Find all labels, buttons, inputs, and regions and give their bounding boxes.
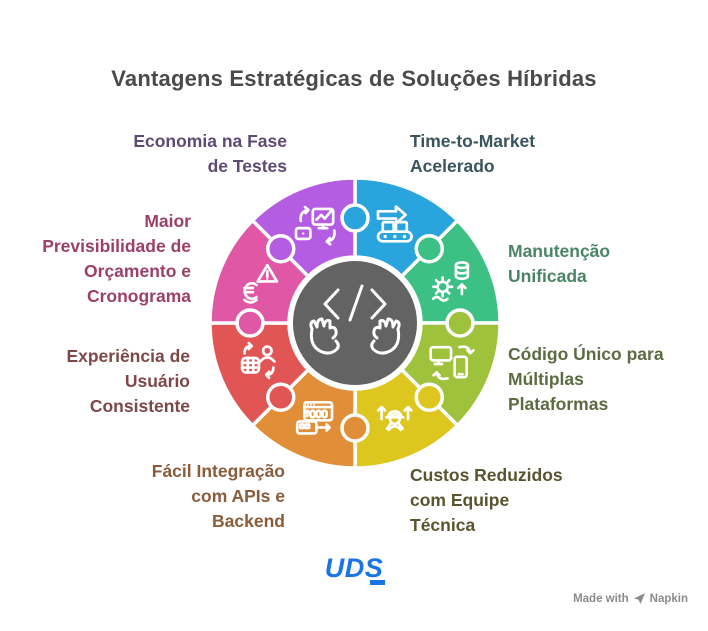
uds-logo-text: UDS — [324, 553, 384, 583]
label-custos-reduzidos: Custos Reduzidos com Equipe Técnica — [410, 465, 563, 535]
label-experiencia-usuario: Experiência de Usuário Consistente — [66, 346, 190, 416]
puzzle-knob — [414, 234, 444, 264]
puzzle-knob — [235, 308, 265, 338]
label-economia-testes: Economia na Fase de Testes — [133, 131, 287, 176]
puzzle-knob — [340, 203, 370, 233]
puzzle-knob — [266, 382, 296, 412]
puzzle-ring — [208, 176, 502, 470]
puzzle-knob — [266, 234, 296, 264]
uds-logo-bar — [370, 580, 386, 585]
center-circle — [289, 257, 421, 389]
puzzle-knob — [414, 382, 444, 412]
uds-logo: UDS — [0, 553, 708, 585]
attribution: Made with Napkin — [573, 592, 688, 605]
label-previsibilidade-orcamento: Maior Previsibilidade de Orçamento e Cro… — [42, 211, 191, 306]
page-title: Vantagens Estratégicas de Soluções Híbri… — [111, 65, 597, 91]
puzzle-knob — [445, 308, 475, 338]
label-codigo-unico: Código Único para Múltiplas Plataformas — [508, 344, 664, 414]
label-facil-integracao: Fácil Integração com APIs e Backend — [151, 461, 285, 531]
napkin-logo-icon — [633, 593, 645, 604]
label-manutencao-unificada: Manutenção Unificada — [508, 241, 611, 286]
puzzle-knob — [340, 413, 370, 443]
label-time-to-market: Time-to-Market Acelerado — [410, 131, 536, 176]
attribution-brand: Napkin — [649, 592, 688, 605]
attribution-prefix: Made with — [573, 592, 629, 605]
